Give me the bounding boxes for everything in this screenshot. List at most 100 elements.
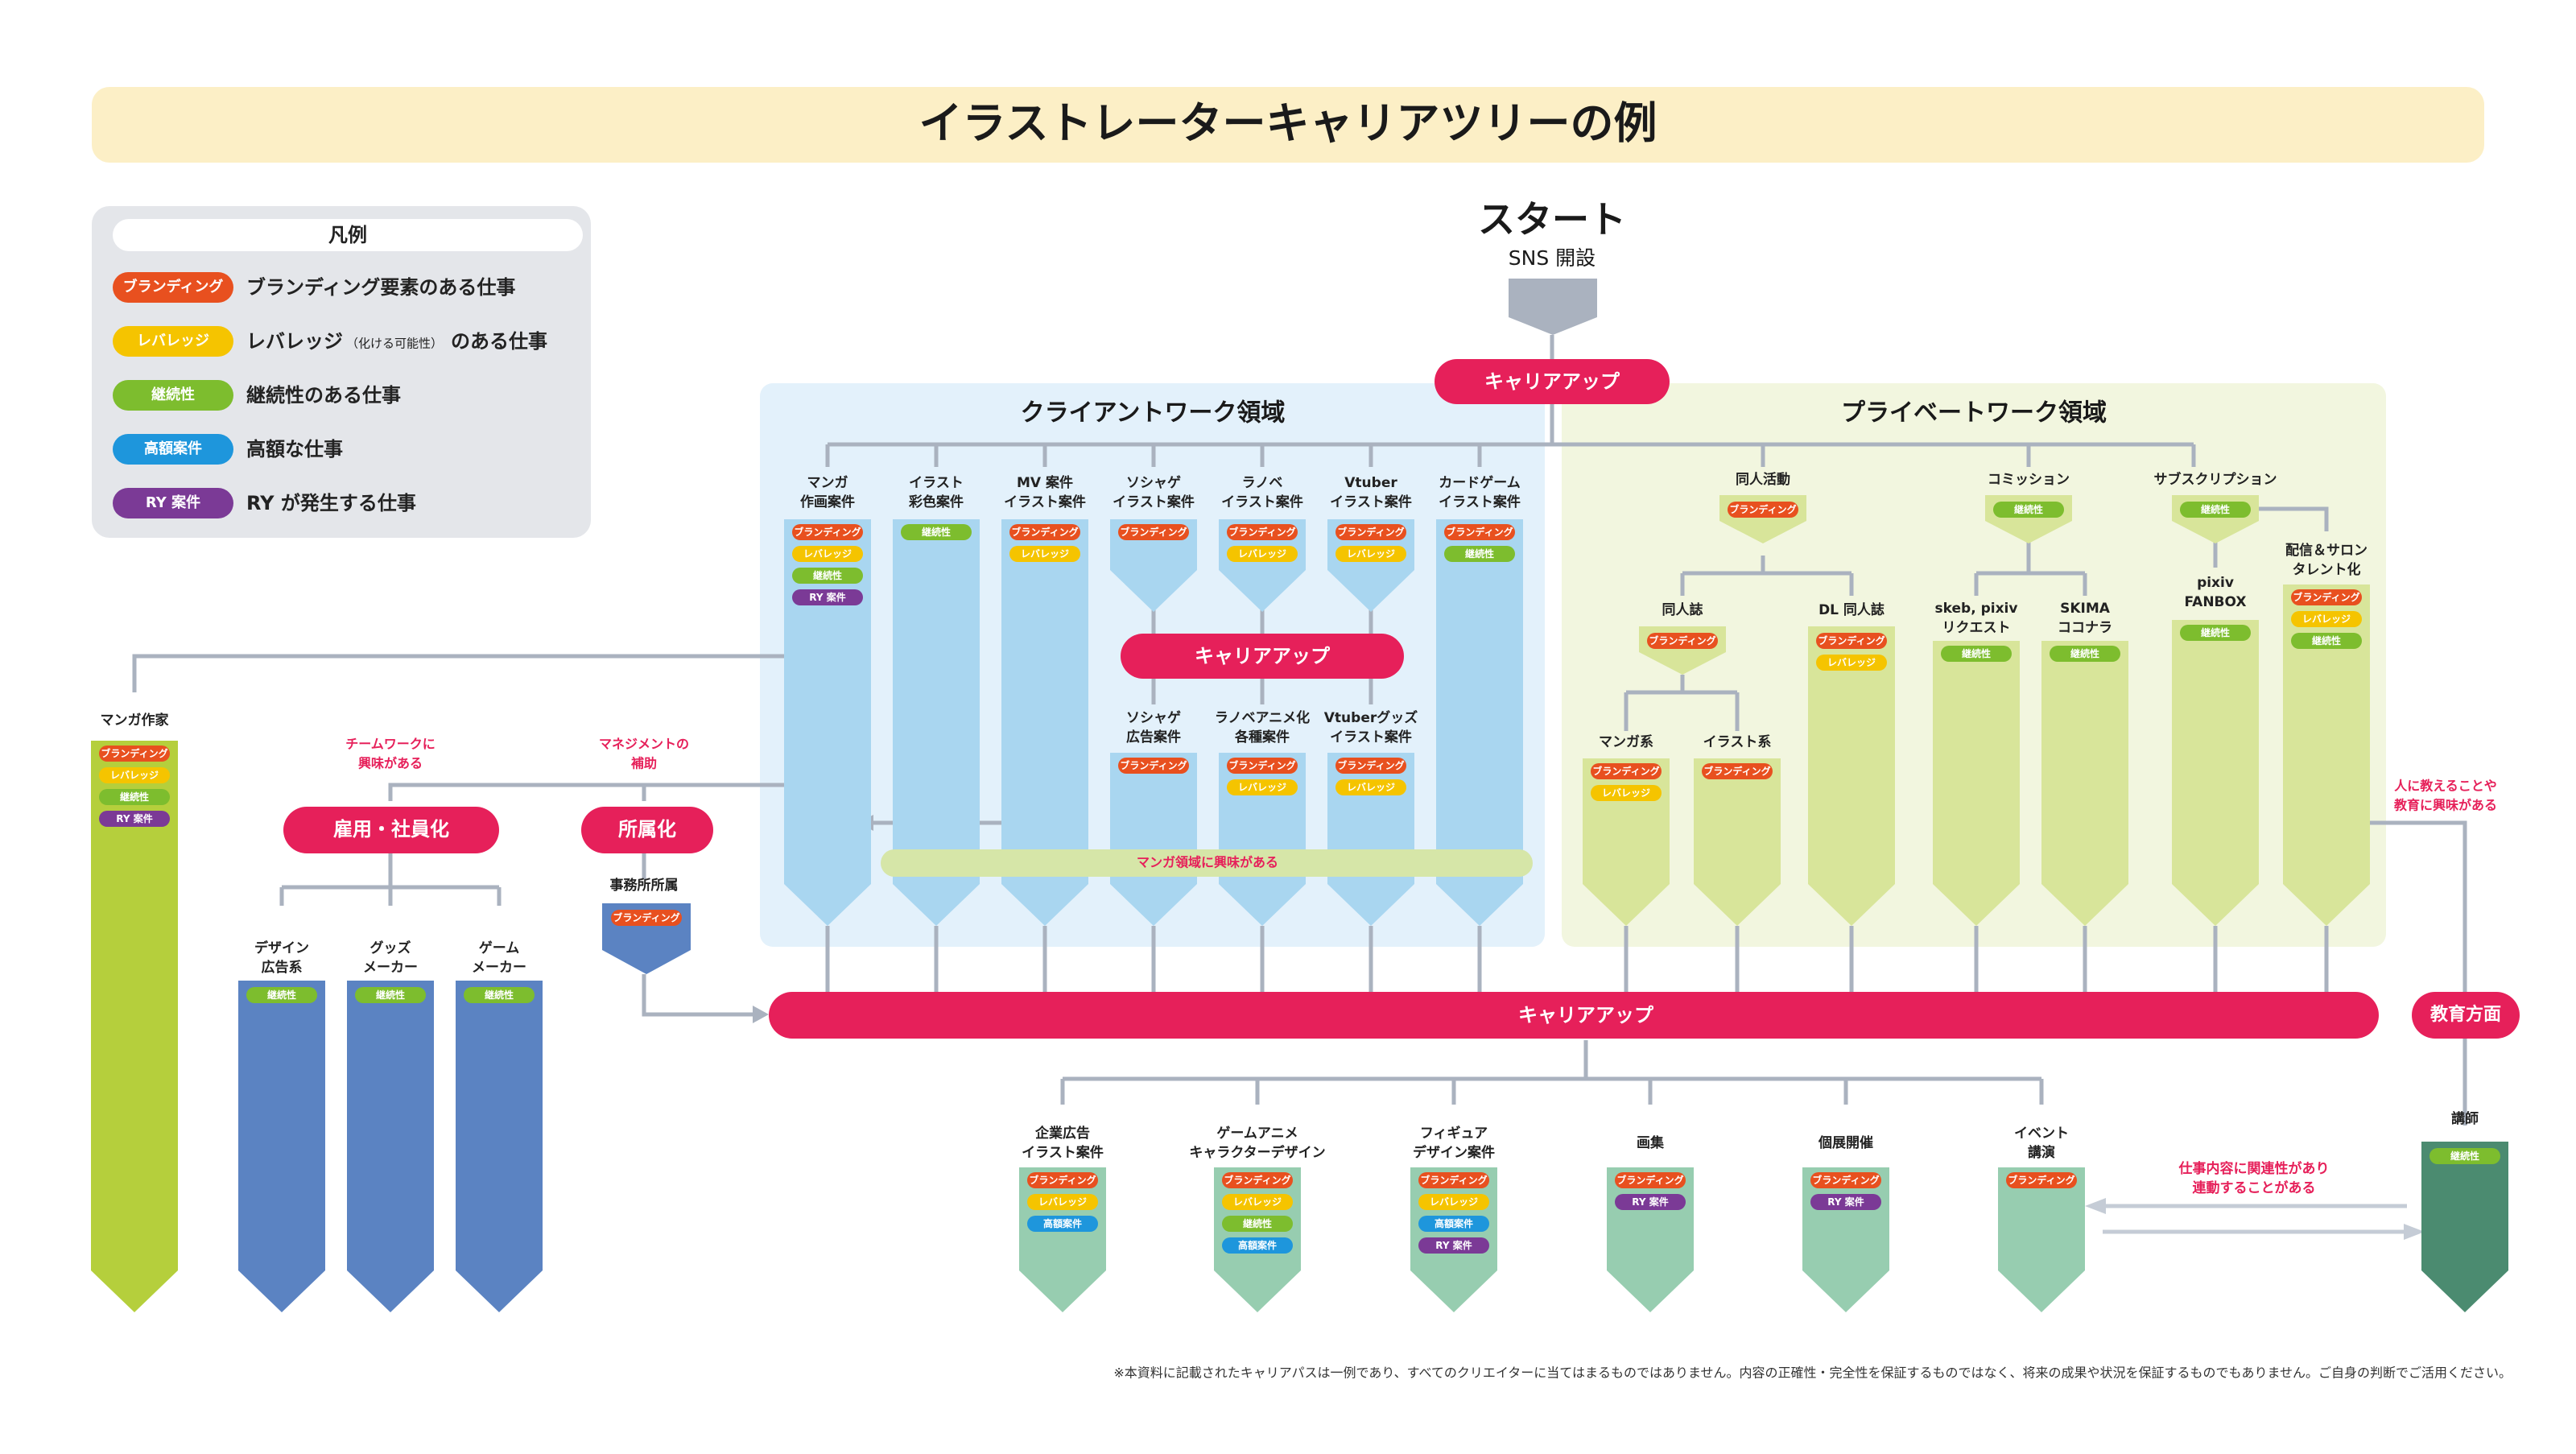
private-manga-kei-tag-label-lever: レバレッジ [1602, 787, 1650, 799]
bottom-col-4-tag-brand [1810, 1172, 1881, 1188]
title-banner [92, 87, 2484, 163]
private-salon-tag-lever [2291, 611, 2362, 627]
client-sub-vtuber-goods-label: イラスト案件 [1330, 729, 1412, 746]
private-salon-label: タレント化 [2293, 561, 2361, 578]
related-arrowhead-left [2085, 1198, 2106, 1214]
manga-interest-label: マンガ領域に興味がある [1137, 855, 1278, 870]
manga-artist-line [132, 654, 828, 692]
client-col-manga-tag-cont [792, 568, 863, 584]
bottom-col-4-box [1802, 1167, 1889, 1312]
manga-artist-box [91, 741, 178, 1312]
private-salon-tag-label-lever: レバレッジ [2302, 613, 2351, 625]
private-skima-box [2041, 641, 2128, 926]
client-col-mv-label: MV 案件 [1017, 474, 1073, 491]
bottom-col-1-tag-lever [1222, 1194, 1293, 1210]
education-label: 教育方面 [2430, 1004, 2501, 1025]
private-doujinshi-tag-label-brand: ブランディング [1649, 634, 1715, 646]
private-salon-tag-label-cont: 継続性 [2312, 634, 2341, 646]
legend-tag-label-brand: ブランディング [123, 278, 224, 295]
bottom-col-3-tag-label-brand: ブランディング [1616, 1174, 1683, 1186]
agency-sub-tag-label-brand: ブランディング [613, 911, 679, 923]
bottom-col-3-tag-brand [1615, 1172, 1686, 1188]
manga-artist-label: マンガ作家 [101, 712, 169, 729]
client-col-cardgame-label: カードゲーム [1439, 474, 1521, 491]
private-salon-tag-cont [2291, 633, 2362, 649]
career-up-bar-top [1435, 359, 1670, 404]
client-col-ranobe-tag-brand [1227, 524, 1298, 540]
client-col-mv-tag-label-brand: ブランディング [1011, 526, 1078, 538]
client-sub-vtuber-goods-label: Vtuberグッズ [1324, 709, 1418, 726]
employment-col-2-box [456, 981, 543, 1312]
legend-desc-a: レバレッジ [246, 330, 343, 353]
client-col-cardgame-tag-label-cont: 継続性 [1465, 547, 1494, 560]
private-dl-tag-brand [1816, 633, 1887, 649]
agency-sub-label: 事務所所属 [610, 877, 679, 894]
client-sub-ranobe-anime-box [1219, 753, 1306, 926]
start-subtitle: SNS 開設 [1509, 246, 1596, 270]
client-col-mv-tag-label-lever: レバレッジ [1021, 548, 1069, 560]
client-col-illust-color-tag-cont [901, 524, 972, 540]
manga-artist-tag-lever [99, 767, 170, 783]
bottom-col-0-tag-brand [1027, 1172, 1098, 1188]
private-doujin-tag-label-brand: ブランディング [1729, 503, 1796, 515]
private-skeb-label: skeb, pixiv [1935, 601, 2018, 617]
client-col-manga-label: マンガ [807, 475, 848, 491]
legend-tag-label-lever: レバレッジ [137, 333, 209, 349]
bottom-col-2-tag-label-high: 高額案件 [1435, 1217, 1473, 1229]
bottom-col-4-tag-label-ry: RY 案件 [1827, 1196, 1864, 1208]
private-fanbox-tag-label-cont: 継続性 [2201, 626, 2230, 638]
private-manga-kei-tag-label-brand: ブランディング [1592, 765, 1659, 777]
private-fanbox-label: FANBOX [2185, 594, 2247, 610]
manga-interest-band [881, 849, 1533, 877]
client-col-cardgame-label: イラスト案件 [1439, 494, 1521, 510]
bottom-col-3-tag-label-ry: RY 案件 [1632, 1196, 1668, 1208]
manga-artist-tag-label-brand: ブランディング [101, 747, 167, 759]
employment-col-0-label: デザイン [254, 940, 309, 956]
client-col-vtuber-tag-lever [1335, 546, 1406, 562]
client-col-soshage-tag-brand [1118, 524, 1189, 540]
bottom-col-2-label: デザイン案件 [1413, 1144, 1495, 1161]
salon-drop-line [2246, 506, 2329, 531]
bottom-col-1-tag-brand [1222, 1172, 1293, 1188]
bottom-col-1-tag-label-brand: ブランディング [1224, 1174, 1290, 1186]
private-skima-tag-label-cont: 継続性 [2070, 647, 2099, 659]
client-col-illust-color-label: イラスト [909, 475, 964, 491]
start-arrow [1509, 279, 1597, 335]
employment-col-2-label: ゲーム [479, 940, 520, 956]
bottom-col-3-label: 画集 [1637, 1134, 1665, 1151]
bottom-col-0-tag-lever [1027, 1194, 1098, 1210]
bottom-col-5-label: イベント [2014, 1126, 2069, 1142]
private-skima-label: SKIMA [2060, 601, 2111, 617]
client-col-ranobe-label: ラノベ [1242, 475, 1283, 491]
client-col-vtuber-box [1327, 519, 1414, 612]
bottom-col-5-label: 講演 [2028, 1144, 2055, 1161]
client-sub-vtuber-goods-tag-brand [1335, 758, 1406, 774]
legend-heading: 凡例 [328, 224, 367, 246]
employment-col-1-tag-label-cont: 継続性 [376, 989, 405, 1001]
private-subscription-label: サブスクリプション [2154, 471, 2277, 488]
management-note-label: 補助 [630, 756, 657, 771]
bottom-col-1-tag-label-high: 高額案件 [1238, 1239, 1277, 1251]
bottom-col-2-tag-label-brand: ブランディング [1420, 1174, 1487, 1186]
employment-button [283, 807, 499, 853]
start-title: スタート [1478, 198, 1626, 242]
client-col-cardgame-tag-cont [1444, 546, 1515, 562]
legend-desc-brand: ブランディング要素のある仕事 [246, 276, 515, 299]
private-illust-kei-tag-label-brand: ブランディング [1703, 765, 1770, 777]
private-skeb-tag-cont [1941, 646, 2012, 662]
client-col-manga-tag-ry [792, 589, 863, 605]
private-subscription-tag-cont [2180, 502, 2251, 518]
legend-tag-ry [113, 488, 233, 518]
employment-col-1-box [347, 981, 434, 1312]
employment-col-2-tag-label-cont: 継続性 [485, 989, 514, 1001]
career-up-bar-middle [1121, 634, 1404, 679]
legend-desc-b: のある仕事 [451, 330, 547, 353]
employment-line [388, 783, 826, 801]
agency-sub-tag-brand [611, 910, 682, 926]
client-sub-vtuber-goods-box [1327, 753, 1414, 926]
client-col-vtuber-tag-label-brand: ブランディング [1337, 526, 1404, 538]
bottom-col-0-tag-label-brand: ブランディング [1029, 1174, 1096, 1186]
private-dl-tag-label-lever: レバレッジ [1827, 657, 1876, 668]
teacher-tag-label-cont: 継続性 [2450, 1150, 2479, 1162]
